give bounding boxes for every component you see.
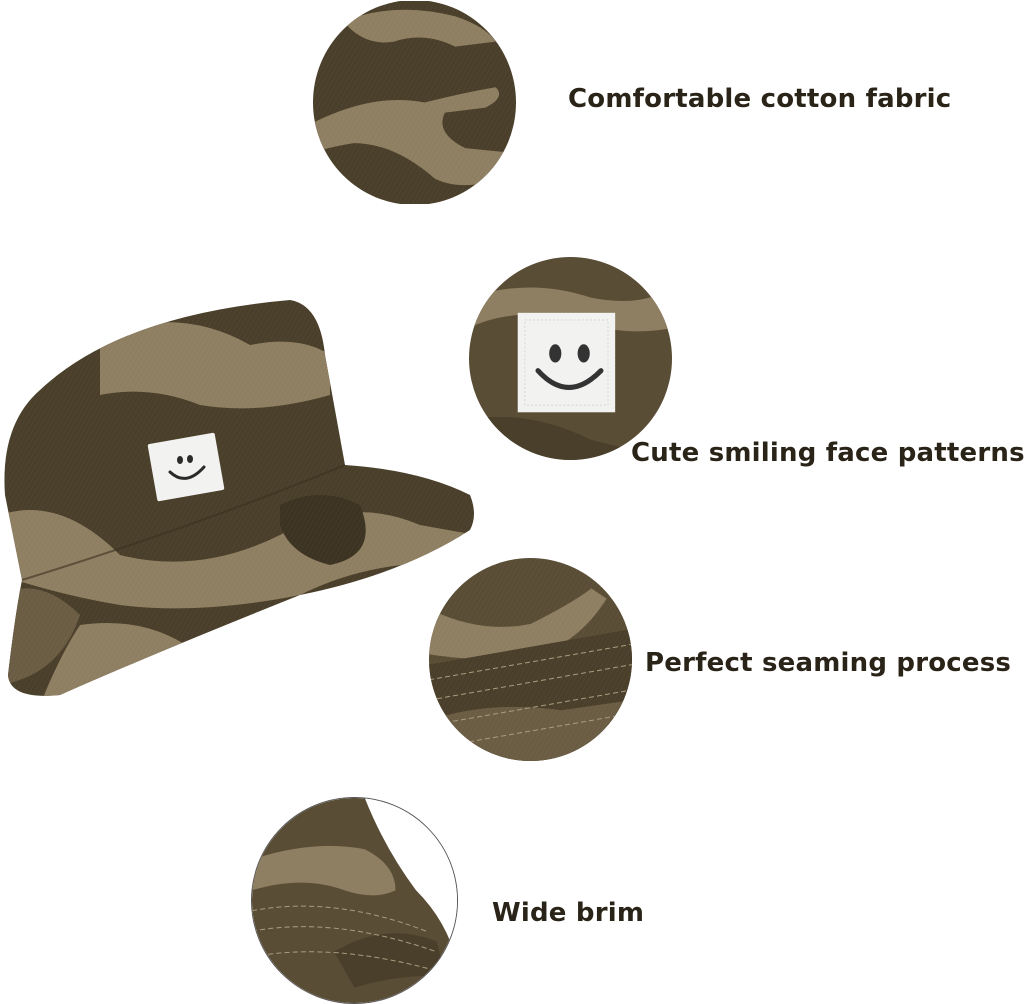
feature-label-seaming: Perfect seaming process bbox=[645, 648, 1012, 678]
stitching-closeup-circle bbox=[429, 558, 632, 761]
smiley-patch bbox=[147, 432, 225, 502]
fabric-closeup-circle bbox=[313, 0, 516, 205]
feature-label-fabric: Comfortable cotton fabric bbox=[568, 84, 952, 114]
feature-label-brim: Wide brim bbox=[492, 898, 645, 928]
feature-label-smiley: Cute smiling face patterns bbox=[631, 438, 1024, 468]
bucket-hat-image bbox=[0, 295, 476, 705]
brim-closeup-circle bbox=[251, 797, 458, 1004]
smiley-closeup-circle bbox=[469, 257, 672, 460]
